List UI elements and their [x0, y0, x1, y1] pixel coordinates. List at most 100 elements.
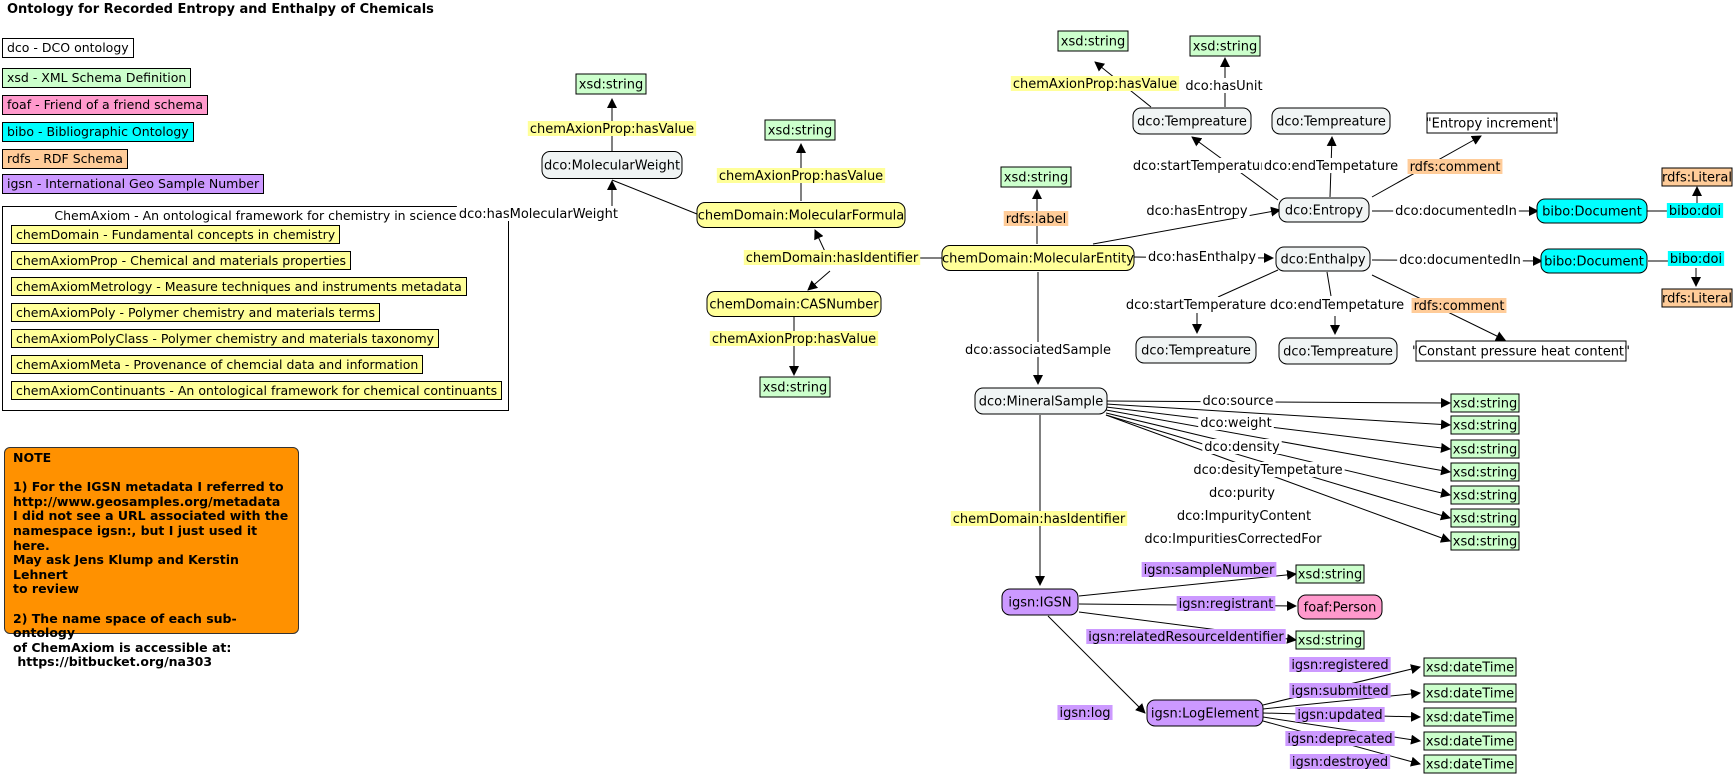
edge-samplenumber — [1078, 569, 1297, 597]
edge-label-start-top: dco:startTemperature — [1130, 158, 1276, 174]
edge-label-hasvalue-cas-text: chemAxionProp:hasValue — [712, 332, 876, 347]
edge-label-doi-1: bibo:doi — [1666, 203, 1724, 219]
temp-top1-node-label: dco:Tempreature — [1137, 115, 1247, 130]
edge-label-hasentropy-text: dco:hasEntropy — [1146, 204, 1248, 219]
xsd-datetime-node-label: xsd:dateTime — [1426, 758, 1514, 773]
mineral-sample-node: dco:MineralSample — [974, 387, 1108, 415]
xsd-string-node: xsd:string — [1450, 439, 1520, 459]
edge-label-submitted-text: igsn:submitted — [1291, 684, 1388, 699]
molecular-weight-node: dco:MolecularWeight — [541, 151, 683, 179]
edge-label-end-top: dco:endTempetature — [1261, 158, 1401, 174]
xsd-string-node: xsd:string — [1450, 485, 1520, 505]
xsd-string-node: xsd:string — [1295, 564, 1365, 584]
bibo-doc1-node-label: bibo:Document — [1542, 205, 1642, 220]
chemaxiom-item: chemDomain - Fundamental concepts in che… — [11, 225, 341, 244]
edge-weight — [1105, 403, 1451, 430]
entropy-comment-node-label: "Entropy increment" — [1426, 117, 1559, 132]
xsd-string-node-label: xsd:string — [1298, 634, 1362, 649]
enthalpy-node: dco:Enthalpy — [1275, 246, 1371, 272]
edge-label-submitted: igsn:submitted — [1289, 683, 1391, 699]
edge-label-hasid-text: chemDomain:hasIdentifier — [746, 251, 919, 266]
xsd-datetime-node: xsd:dateTime — [1423, 731, 1517, 751]
edge-label-associated: dco:associatedSample — [962, 342, 1114, 358]
edge-label-weight: dco:weight — [1198, 415, 1274, 431]
xsd-datetime-node-label: xsd:dateTime — [1426, 735, 1514, 750]
xsd-string-node: xsd:string — [764, 119, 836, 141]
molecular-entity-node-label: chemDomain:MolecularEntity — [942, 252, 1134, 267]
edge-label-samplenumber-text: igsn:sampleNumber — [1144, 563, 1275, 578]
chemaxiom-item: chemAxiomPolyClass - Polymer chemistry a… — [11, 329, 440, 348]
edge-label-hasmw-text: dco:hasMolecularWeight — [459, 207, 618, 222]
xsd-string-node-label: xsd:string — [1453, 535, 1517, 550]
edge-label-comment-top-text: rdfs:comment — [1410, 160, 1501, 175]
edge-label-hasvalue-mf: chemAxionProp:hasValue — [716, 168, 886, 184]
igsn-node: igsn:IGSN — [1001, 588, 1079, 616]
temp-bot2-node-label: dco:Tempreature — [1283, 345, 1393, 360]
xsd-datetime-node: xsd:dateTime — [1423, 707, 1517, 727]
edge-label-density: dco:density — [1202, 439, 1282, 455]
xsd-string-node: xsd:string — [575, 73, 647, 95]
edge-label-doi-2-text: bibo:doi — [1670, 252, 1722, 267]
temp-top2-node: dco:Tempreature — [1271, 107, 1391, 135]
edge-label-hasid: chemDomain:hasIdentifier — [743, 250, 921, 266]
temp-bot1-node-label: dco:Tempreature — [1141, 344, 1251, 359]
bibo-doc1-node: bibo:Document — [1536, 198, 1648, 224]
enthalpy-comment-node: "Constant pressure heat content" — [1412, 340, 1630, 362]
chemaxiom-item: chemAxiomMeta - Provenance of chemcial d… — [11, 355, 424, 374]
chemaxiom-item: chemAxiomContinuants - An ontological fr… — [11, 381, 503, 400]
entropy-comment-node: "Entropy increment" — [1426, 112, 1559, 134]
edge-label-doi-2: bibo:doi — [1667, 251, 1725, 267]
xsd-string-node-label: xsd:string — [768, 124, 832, 139]
edge-label-rdfslabel: rdfs:label — [1003, 211, 1069, 227]
edge-label-hasvalue-cas: chemAxionProp:hasValue — [709, 331, 879, 347]
xsd-datetime-node: xsd:dateTime — [1423, 657, 1517, 677]
edge-label-relres: igsn:relatedResourceIdentifier — [1086, 629, 1286, 645]
edge-enthalpy-start-a — [1217, 269, 1279, 298]
edge-label-comment-bot: rdfs:comment — [1411, 298, 1507, 314]
xsd-string-node: xsd:string — [1450, 393, 1520, 413]
edge-label-desityTempetature: dco:desityTempetature — [1191, 462, 1345, 478]
molecular-formula-node: chemDomain:MolecularFormula — [696, 202, 906, 228]
mineral-sample-node-label: dco:MineralSample — [979, 395, 1103, 410]
xsd-string-node-label: xsd:string — [1453, 397, 1517, 412]
log-element-node: igsn:LogElement — [1146, 699, 1264, 727]
igsn-node-label: igsn:IGSN — [1008, 596, 1071, 611]
edge-label-hasenthalpy-text: dco:hasEnthalpy — [1148, 250, 1256, 265]
edge-label-hasentropy: dco:hasEntropy — [1144, 203, 1250, 219]
xsd-datetime-node-label: xsd:dateTime — [1426, 711, 1514, 726]
edge-label-docin-1-text: dco:documentedIn — [1395, 204, 1517, 219]
xsd-string-node: xsd:string — [1295, 630, 1365, 650]
xsd-string-node-label: xsd:string — [1453, 443, 1517, 458]
edge-label-deprecated-text: igsn:deprecated — [1287, 732, 1392, 747]
xsd-datetime-node-label: xsd:dateTime — [1426, 661, 1514, 676]
xsd-string-node: xsd:string — [1450, 531, 1520, 551]
edge-label-registrant: igsn:registrant — [1176, 596, 1276, 612]
xsd-datetime-node: xsd:dateTime — [1423, 754, 1517, 774]
edge-label-impuritiesCorrectedFor-text: dco:ImpuritiesCorrectedFor — [1144, 532, 1322, 547]
rdfs-literal1-node: rdfs:Literal — [1661, 167, 1733, 187]
enthalpy-comment-node-label: "Constant pressure heat content" — [1412, 345, 1630, 360]
edge-label-registered: igsn:registered — [1289, 657, 1391, 673]
note-box: NOTE 1) For the IGSN metadata I referred… — [4, 447, 299, 669]
chemaxiom-item: chemAxiomMetrology - Measure techniques … — [11, 277, 467, 296]
chemaxiom-item: chemAxiomPoly - Polymer chemistry and ma… — [11, 303, 380, 322]
edge-label-end-bot-text: dco:endTempetature — [1270, 298, 1404, 313]
edge-label-destroyed: igsn:destroyed — [1289, 754, 1391, 770]
edge-label-updated-text: igsn:updated — [1297, 708, 1382, 723]
xsd-string-node-label: xsd:string — [1193, 40, 1257, 55]
foaf-person-node-label: foaf:Person — [1304, 601, 1377, 616]
xsd-string-node: xsd:string — [1057, 30, 1129, 52]
edge-label-impurityContent-text: dco:ImpurityContent — [1177, 509, 1311, 524]
page-title: Ontology for Recorded Entropy and Enthal… — [7, 2, 434, 17]
entropy-node-label: dco:Entropy — [1285, 204, 1364, 219]
edge-label-source-text: dco:source — [1203, 394, 1274, 409]
edge-label-impuritiesCorrectedFor: dco:ImpuritiesCorrectedFor — [1142, 531, 1324, 547]
edge-label-deprecated: igsn:deprecated — [1285, 731, 1395, 747]
edge-label-docin-2: dco:documentedIn — [1397, 252, 1523, 268]
edge-label-source: dco:source — [1200, 393, 1276, 409]
edge-label-relres-text: igsn:relatedResourceIdentifier — [1088, 630, 1284, 645]
entropy-node: dco:Entropy — [1278, 197, 1370, 223]
edge-label-log-text: igsn:log — [1059, 706, 1110, 721]
edge-label-start-bot: dco:startTemperature — [1123, 297, 1269, 313]
edge-label-rdfslabel-text: rdfs:label — [1006, 212, 1067, 227]
